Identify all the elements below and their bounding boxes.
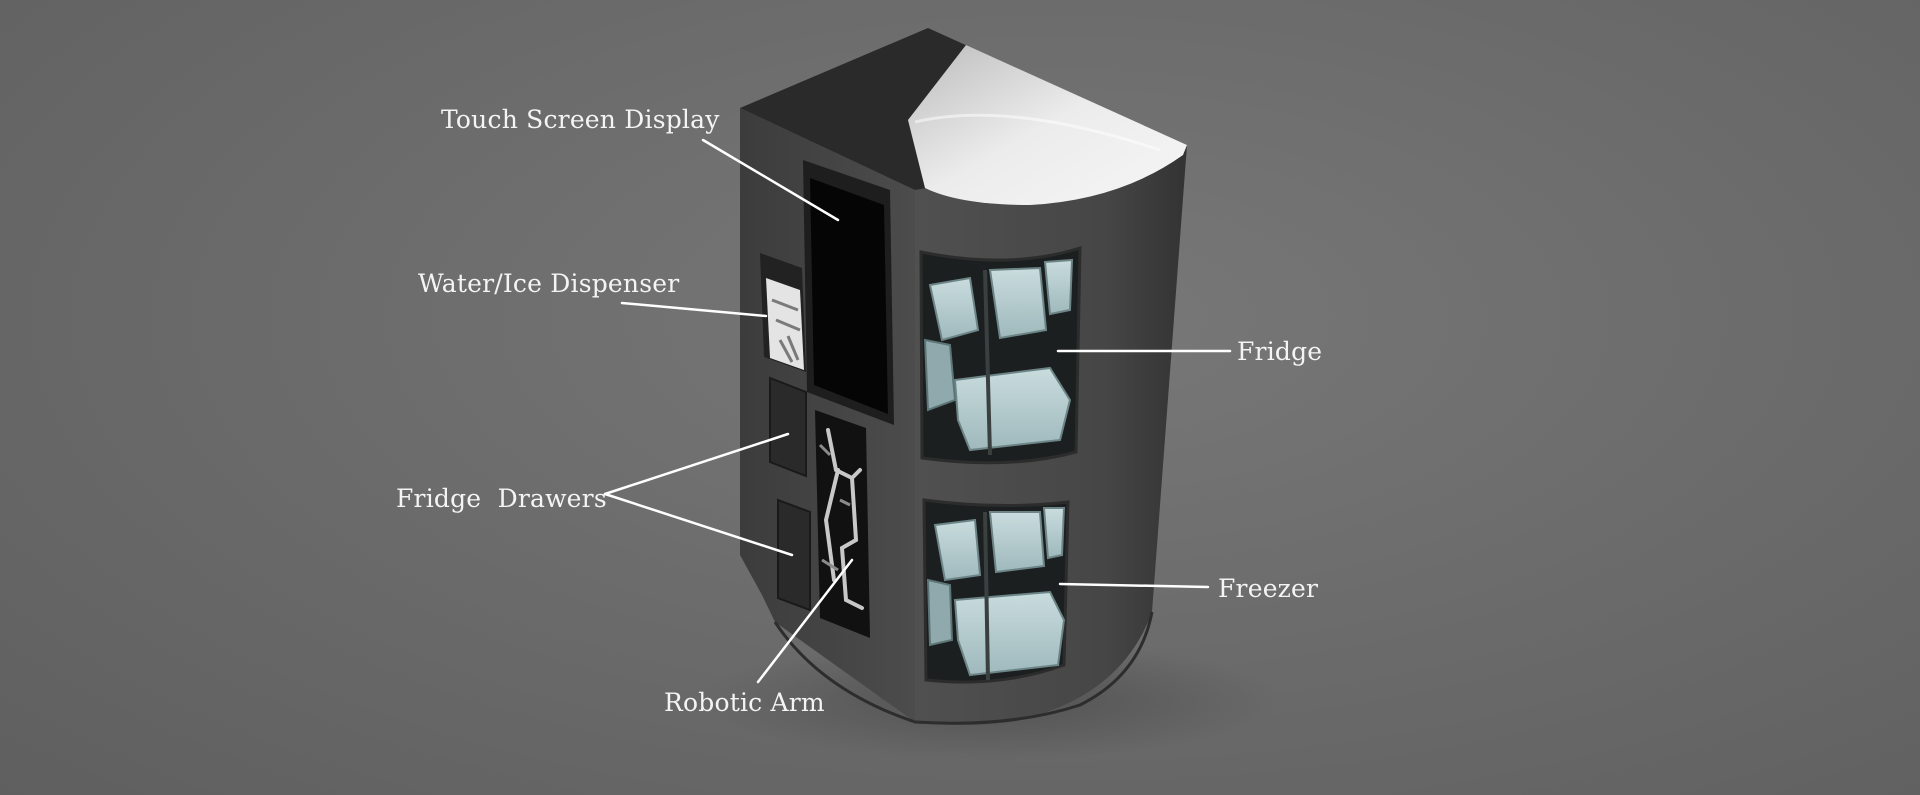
drawer-slot-upper [769,376,807,478]
label-fridge-drawers: Fridge Drawers [396,484,607,513]
robotic-arm-bay [815,410,870,638]
label-freezer: Freezer [1218,574,1319,603]
label-fridge: Fridge [1237,337,1323,366]
top-glass-panel [908,45,1187,205]
top-panel-reflection [914,113,1161,152]
callout-line-touch-screen [701,138,840,222]
fridge-base-edge [773,611,1154,725]
callout-line-drawers-upper [603,432,790,496]
freezer-bins [926,507,1066,681]
dispenser-nozzle-detail [771,298,801,363]
robotic-arm [823,428,864,610]
label-touch-screen-display: Touch Screen Display [441,105,720,134]
callout-lines [603,138,1232,684]
label-robotic-arm: Robotic Arm [664,688,825,717]
robotic-arm-highlight [818,443,851,572]
callout-line-robotic-arm [756,558,854,684]
fridge-bins [923,258,1074,456]
callout-line-water-ice [620,301,768,318]
callout-line-drawers-lower [603,492,794,557]
label-water-ice-dispenser: Water/Ice Dispenser [418,269,680,298]
touch-screen[interactable] [810,178,888,414]
drawer-slot-lower [777,498,811,612]
callout-line-freezer [1058,582,1210,589]
